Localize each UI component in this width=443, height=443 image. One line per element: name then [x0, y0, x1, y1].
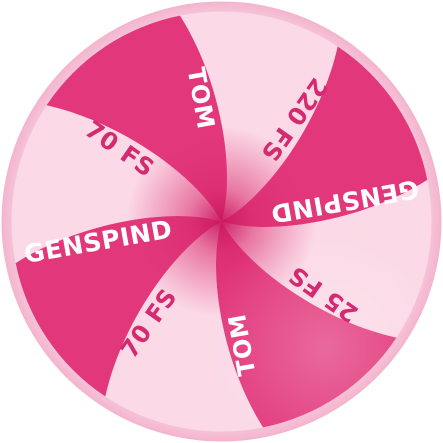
wheel-sheen — [11, 11, 432, 432]
